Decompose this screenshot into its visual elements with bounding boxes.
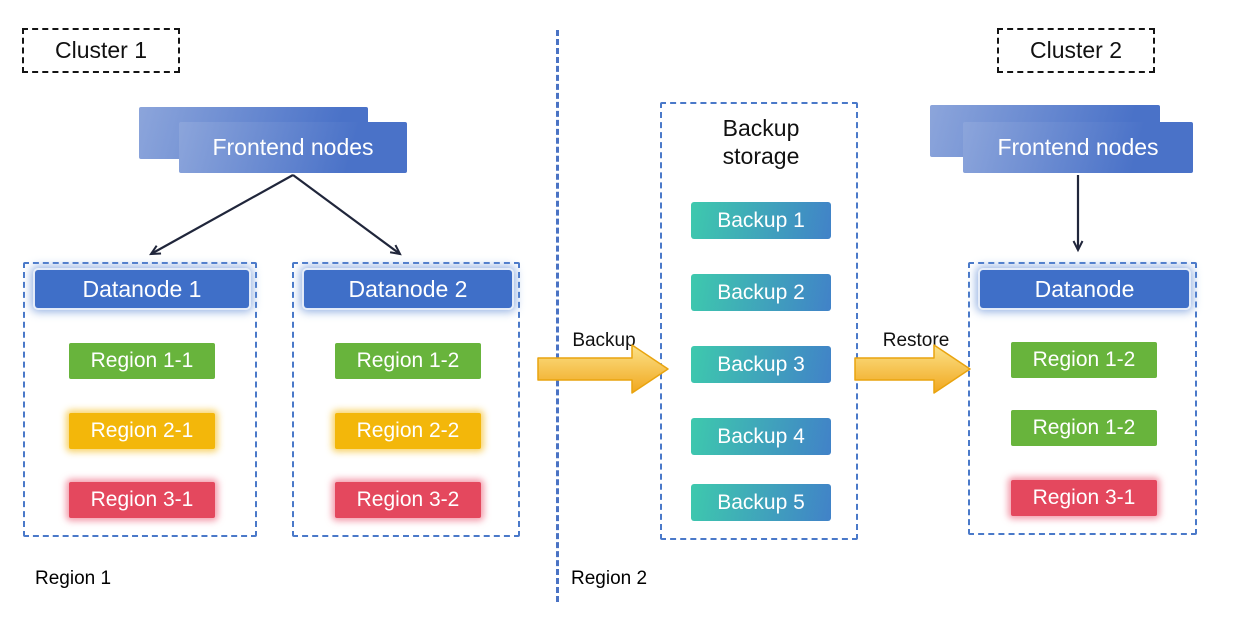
cluster2-datanode-header: Datanode — [980, 270, 1189, 308]
cluster1-frontend-box: Frontend nodes — [179, 122, 407, 173]
restore-flow-label: Restore — [882, 330, 950, 351]
region1-footer-label: Region 1 — [35, 568, 112, 589]
datanode2-header: Datanode 2 — [304, 270, 512, 308]
cluster2-frontend-box: Frontend nodes — [963, 122, 1193, 173]
backup-storage-title: Backup storage — [722, 115, 800, 169]
datanode2-container: Datanode 2 Region 1-2 Region 2-2 Region … — [292, 262, 520, 537]
region-box: Region 2-1 — [69, 413, 215, 449]
region-box: Region 3-2 — [335, 482, 481, 518]
backup-item: Backup 2 — [691, 274, 831, 311]
region-divider-line — [556, 30, 559, 602]
backup-storage-container: Backup storage Backup 1 Backup 2 Backup … — [660, 102, 858, 540]
backup-item: Backup 1 — [691, 202, 831, 239]
arrow-frontend-to-datanode1 — [149, 174, 294, 256]
region-box: Region 3-1 — [69, 482, 215, 518]
backup-item: Backup 3 — [691, 346, 831, 383]
datanode1-container: Datanode 1 Region 1-1 Region 2-1 Region … — [23, 262, 257, 537]
region-box: Region 1-2 — [335, 343, 481, 379]
cluster1-label-box: Cluster 1 — [22, 28, 180, 73]
region-box: Region 2-2 — [335, 413, 481, 449]
backup-item: Backup 5 — [691, 484, 831, 521]
cluster2-label: Cluster 2 — [1029, 37, 1123, 63]
cluster1-label: Cluster 1 — [54, 37, 148, 63]
backup-flow-label: Backup — [572, 330, 636, 351]
cluster1-frontend-label: Frontend nodes — [212, 134, 374, 160]
region2-footer-label: Region 2 — [571, 568, 648, 589]
cluster2-label-box: Cluster 2 — [997, 28, 1155, 73]
datanode1-title: Datanode 1 — [82, 275, 202, 302]
cluster2-datanode-container: Datanode Region 1-2 Region 1-2 Region 3-… — [968, 262, 1197, 535]
region-box: Region 3-1 — [1011, 480, 1157, 516]
arrow-frontend-to-datanode2 — [292, 174, 402, 256]
cluster2-datanode-title: Datanode — [1034, 275, 1135, 302]
restore-arrow — [854, 344, 971, 394]
datanode1-header: Datanode 1 — [35, 270, 249, 308]
region-box: Region 1-2 — [1011, 342, 1157, 378]
region-box: Region 1-1 — [69, 343, 215, 379]
region-box: Region 1-2 — [1011, 410, 1157, 446]
cluster2-frontend-label: Frontend nodes — [997, 134, 1159, 160]
datanode2-title: Datanode 2 — [348, 275, 468, 302]
backup-item: Backup 4 — [691, 418, 831, 455]
